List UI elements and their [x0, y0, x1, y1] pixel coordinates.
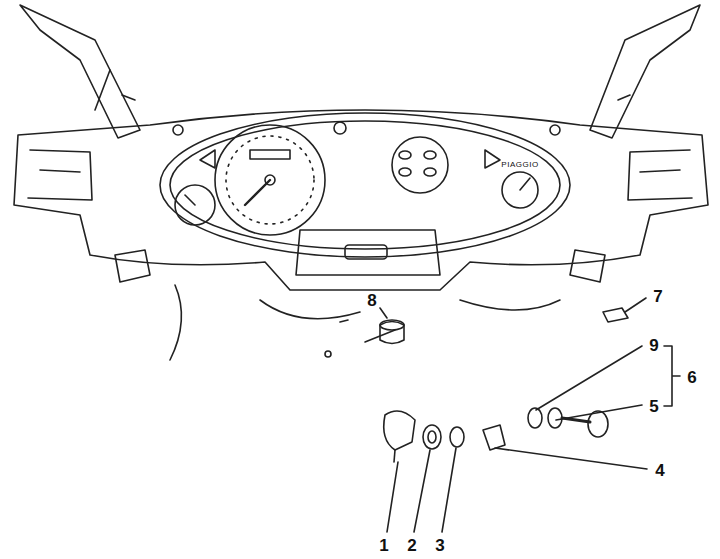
- leader-line: [414, 450, 430, 532]
- right-grip-panel: [628, 150, 692, 200]
- left-switch: [115, 250, 150, 282]
- speedometer: [215, 125, 325, 235]
- lock-body: [384, 411, 415, 450]
- callout-number: 8: [367, 292, 376, 309]
- leader-line: [495, 448, 647, 469]
- washer: [450, 427, 464, 447]
- lock-body: [394, 450, 395, 462]
- leader-line: [556, 405, 642, 420]
- panel-line: [40, 170, 80, 172]
- display-window: [296, 230, 440, 275]
- leader-line: [380, 308, 387, 318]
- right-arm: [590, 5, 700, 138]
- leader-line: [625, 298, 646, 312]
- left-gauge: [175, 185, 215, 225]
- turn-indicator: [485, 150, 500, 168]
- bracket: [483, 425, 505, 450]
- callout-number: 1: [379, 537, 388, 554]
- callout-number: 2: [407, 537, 416, 554]
- right-arm-detail: [618, 95, 630, 100]
- callout-number: 6: [687, 369, 696, 386]
- body-contour: [170, 285, 181, 360]
- lock-part: [548, 408, 562, 428]
- fuel-gauge: [502, 172, 538, 208]
- gauge-needle: [520, 178, 530, 190]
- left-arm-detail: [95, 70, 110, 110]
- group-bracket: [664, 346, 680, 406]
- left-arm: [20, 5, 140, 138]
- callout-number: 3: [435, 537, 444, 554]
- callout-number: 4: [655, 462, 664, 479]
- callout-number: 9: [649, 337, 658, 354]
- instrument-cluster: [160, 113, 570, 257]
- display-lamp: [345, 245, 387, 259]
- cap-part-top: [380, 320, 404, 330]
- leader-line: [536, 346, 642, 410]
- turn-indicator: [200, 150, 215, 168]
- body-detail: [325, 351, 331, 357]
- warning-light: [424, 151, 436, 159]
- callout-number: 7: [653, 288, 662, 305]
- warning-light: [424, 168, 436, 176]
- warning-light: [399, 151, 411, 159]
- left-arm-detail: [122, 95, 135, 100]
- body-contour: [460, 300, 560, 310]
- key-tag: [603, 308, 628, 322]
- lock-part: [528, 408, 542, 428]
- right-gauge-cluster: [392, 137, 448, 193]
- speedometer-scale: [226, 136, 314, 224]
- body-contour: [260, 300, 360, 319]
- panel-line: [640, 170, 680, 172]
- handlebar-fairing: [14, 110, 708, 290]
- ring: [423, 425, 441, 449]
- key-head: [588, 411, 608, 437]
- screw: [173, 125, 183, 135]
- brand-text: PIAGGIO: [501, 161, 538, 169]
- cap-part: [380, 322, 404, 344]
- warning-light: [334, 122, 346, 134]
- leader-line: [442, 448, 456, 532]
- odometer: [250, 150, 290, 159]
- screw: [550, 125, 560, 135]
- warning-light: [399, 168, 411, 176]
- callout-number: 5: [649, 398, 658, 415]
- leader-line: [387, 462, 398, 532]
- left-grip-panel: [28, 150, 92, 200]
- gauge-needle: [185, 195, 195, 205]
- right-switch: [570, 250, 605, 282]
- body-detail: [340, 320, 348, 322]
- ring: [428, 431, 436, 443]
- needle-hub: [265, 175, 275, 185]
